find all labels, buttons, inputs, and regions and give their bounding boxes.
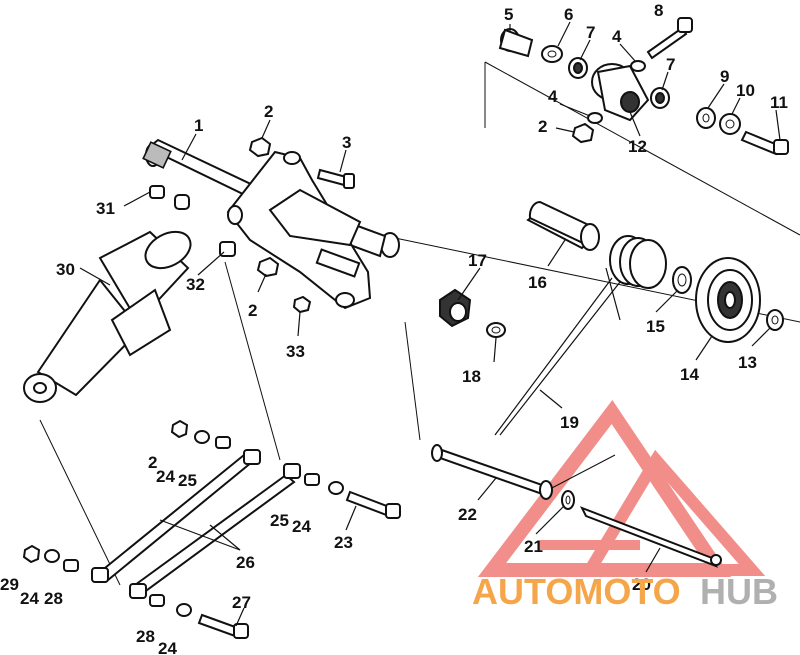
part-16-bushing [526, 200, 600, 251]
callout-29: 29 [0, 575, 19, 594]
callout-27: 27 [232, 593, 251, 612]
part-24-washer-c [44, 549, 60, 563]
part-2-nut-lower [170, 419, 189, 439]
part-22-rod [431, 444, 553, 500]
part-17-nut [439, 288, 472, 328]
callout-2-right: 2 [538, 117, 547, 136]
part-15-washer [672, 266, 692, 294]
callout-3: 3 [342, 133, 351, 152]
part-2-nut-middle [256, 256, 280, 278]
callout-24-a: 24 [156, 467, 175, 486]
callout-5: 5 [504, 5, 513, 24]
part-25-bushing-a [215, 436, 231, 449]
part-20-long-rod [579, 506, 722, 568]
part-8-bolt [646, 17, 693, 60]
part-6-washer [541, 45, 563, 63]
callout-31: 31 [96, 199, 115, 218]
part-7-bearing-right [650, 87, 670, 109]
callout-24-d: 24 [158, 639, 177, 655]
part-28-bushing-a [63, 559, 79, 572]
part-31-bushing [149, 185, 165, 199]
part-4-washer-lower [587, 112, 603, 124]
part-21-washer [561, 490, 575, 510]
callout-7-left: 7 [586, 23, 595, 42]
leader-lines [79, 21, 781, 627]
callout-25-b: 25 [270, 511, 289, 530]
watermark-text-a: AUTOMOTO [472, 571, 681, 612]
callout-6: 6 [564, 5, 573, 24]
callout-22: 22 [458, 505, 477, 524]
callout-20: 20 [632, 575, 651, 594]
callout-14: 14 [680, 365, 699, 384]
callout-24-b: 24 [292, 517, 311, 536]
part-18-washer [486, 322, 506, 338]
callout-19: 19 [560, 413, 579, 432]
part-11-bolt [740, 130, 789, 156]
callout-21: 21 [524, 537, 543, 556]
callout-9: 9 [720, 67, 729, 86]
callout-4-lower: 4 [548, 87, 558, 106]
part-26-rod-lower [129, 463, 301, 599]
part-33-nut [292, 295, 312, 314]
part-25-bushing-b [304, 473, 320, 486]
watermark-text: AUTOMOTO HUB [472, 571, 778, 612]
callout-30: 30 [56, 260, 75, 279]
part-10-washer [719, 113, 741, 135]
part-24-washer-b [328, 481, 344, 495]
part-13-washer [766, 309, 784, 331]
callout-23: 23 [334, 533, 353, 552]
part-2-nut-right [571, 122, 595, 144]
callout-13: 13 [738, 353, 757, 372]
callout-10: 10 [736, 81, 755, 100]
part-29-nut [22, 544, 41, 564]
callout-4-upper: 4 [612, 27, 622, 46]
callout-33: 33 [286, 342, 305, 361]
part-24-washer-a [194, 430, 210, 444]
callout-2-middle: 2 [248, 301, 257, 320]
part-27-bolt [197, 613, 249, 639]
part-23-bolt [345, 490, 401, 519]
callout-1: 1 [194, 116, 203, 135]
part-24-washer-d [176, 603, 192, 617]
pivot-bracket [226, 150, 372, 310]
part-30-shock [23, 230, 192, 403]
callout-25-a: 25 [178, 471, 197, 490]
callout-28-b: 28 [136, 627, 155, 646]
part-26-rod-upper [91, 449, 261, 583]
callout-15: 15 [646, 317, 665, 336]
part-28-bushing-b [149, 594, 165, 607]
watermark-text-b: HUB [700, 571, 778, 612]
callout-12: 12 [628, 137, 647, 156]
part-3-bolt [316, 168, 355, 189]
part-19-torsion-spring [494, 235, 667, 436]
part-9-washer [696, 107, 716, 129]
callout-7-right: 7 [666, 55, 675, 74]
part-7-bearing-left [568, 57, 588, 79]
callout-17: 17 [468, 251, 487, 270]
callout-26: 26 [236, 553, 255, 572]
callout-18: 18 [462, 367, 481, 386]
part-31b-bushing [174, 194, 190, 210]
callout-2-upper: 2 [264, 102, 273, 121]
part-2-nut-upper [248, 136, 272, 158]
part-12-idler-arm [591, 63, 650, 122]
part-14-pulley [695, 257, 761, 343]
callout-24-c: 24 [20, 589, 39, 608]
callout-11: 11 [770, 93, 788, 112]
part-5-bushing [498, 28, 534, 58]
part-4-washer-upper [630, 60, 646, 72]
watermark-triangle-inner [579, 449, 766, 576]
callout-16: 16 [528, 273, 547, 292]
callout-2-lower: 2 [148, 453, 157, 472]
callout-32: 32 [186, 275, 205, 294]
callout-8: 8 [654, 1, 663, 20]
callout-28-a: 28 [44, 589, 63, 608]
